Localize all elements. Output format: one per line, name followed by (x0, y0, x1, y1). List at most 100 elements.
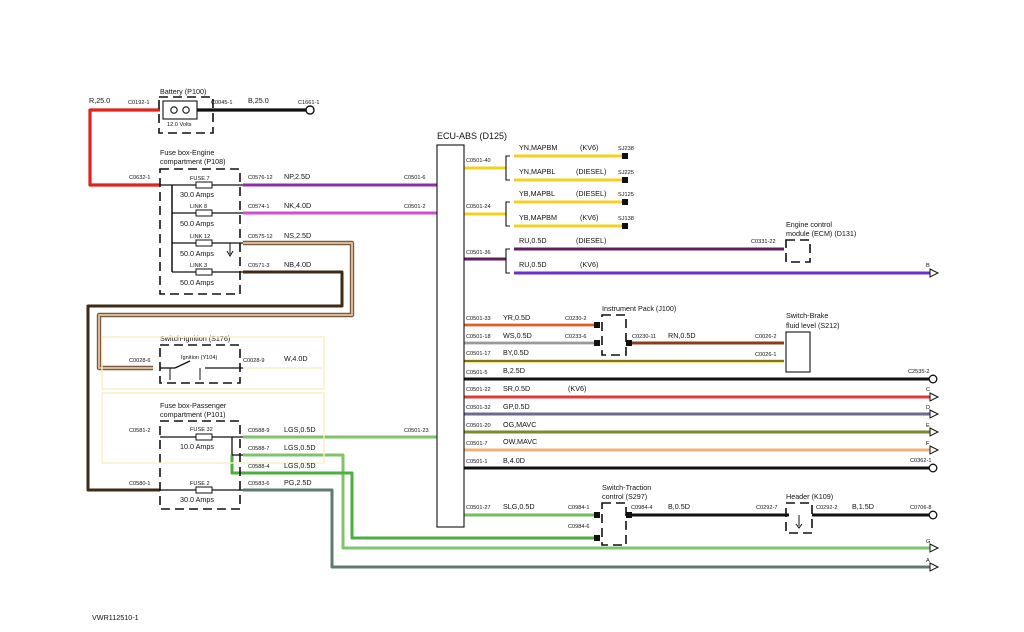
conn-c0571-3: C0571-3 (248, 263, 269, 269)
wire-label-yb-mapbm: YB,MAPBM (519, 213, 557, 222)
fuse-7-name: FUSE 7 (190, 176, 210, 182)
conn-c0501-5: C0501-5 (466, 370, 487, 376)
fusebox-engine-title-2: compartment (P108) (160, 157, 226, 166)
fusebox-passenger: Fuse box-Passenger compartment (P101) (101, 392, 325, 510)
fuse-7-rating: 30.0 Amps (180, 190, 214, 199)
wire-label-lgs05b: LGS,0.5D (284, 443, 316, 452)
link-8-name: LINK 8 (190, 204, 207, 210)
variant-kv6-a: (KV6) (580, 143, 598, 152)
wire-label-ws05: WS,0.5D (503, 331, 532, 340)
header-k109: Header (K109) (785, 492, 833, 534)
switch-brake-title-2: fluid level (S212) (786, 321, 840, 330)
link-12-rating: 50.0 Amps (180, 249, 214, 258)
ground-terminal-c1661 (305, 105, 315, 115)
arrow-a (929, 562, 940, 572)
header-title: Header (K109) (786, 492, 833, 501)
wire-label-ns25: NS,2.5D (284, 231, 311, 240)
wire-label-b15: B,1.5D (852, 502, 874, 511)
switch-traction-title-2: control (S297) (602, 492, 647, 501)
wire-label-slg05: SLG,0.5D (503, 502, 535, 511)
conn-c0292-7: C0292-7 (756, 505, 777, 511)
ref-letter-a: A (926, 558, 930, 564)
ground-c0706 (928, 510, 938, 520)
conn-c0984-1: C0984-1 (568, 505, 589, 511)
wire-label-b40: B,4.0D (503, 456, 525, 465)
conn-c0984-6: C0984-6 (568, 524, 589, 530)
conn-c0581-2: C0581-2 (129, 428, 150, 434)
ref-letter-g: G (926, 539, 930, 545)
wire-label-lgs05c: LGS,0.5D (284, 461, 316, 470)
wire-label-sr05: SR,0.5D (503, 384, 530, 393)
ref-letter-e: E (926, 423, 930, 429)
arrow-d (929, 409, 940, 419)
ref-letter-f: F (926, 441, 930, 447)
wire-label-rn05: RN,0.5D (668, 331, 696, 340)
battery-title: Battery (P100) (160, 87, 206, 96)
wire-label-pg25: PG,2.5D (284, 478, 312, 487)
instrument-pack: Instrument Pack (J100) (594, 304, 676, 356)
conn-c0501-7: C0501-7 (466, 441, 487, 447)
variant-diesel-a: (DIESEL) (576, 167, 606, 176)
ref-letter-b: B (926, 263, 930, 269)
switch-brake: Switch-Brake fluid level (S212) (785, 311, 840, 373)
switch-brake-title-1: Switch-Brake (786, 311, 828, 320)
wire-lgs-g (243, 453, 930, 550)
conn-c0575-12: C0575-12 (248, 234, 273, 240)
arrow-g (929, 543, 940, 553)
wires (86, 108, 930, 569)
wire-nb40 (86, 270, 344, 492)
conn-c0501-23: C0501-23 (404, 428, 429, 434)
conn-c0501-20: C0501-20 (466, 423, 491, 429)
conn-c0574-1: C0574-1 (248, 204, 269, 210)
ecm-title-1: Engine control (786, 220, 832, 229)
wire-label-yb-mapbl: YB,MAPBL (519, 189, 555, 198)
conn-c0028-9: C0028-9 (243, 358, 264, 364)
conn-c0576-12: C0576-12 (248, 175, 273, 181)
wire-label-lgs05a: LGS,0.5D (284, 425, 316, 434)
conn-c1661-1: C1661-1 (298, 100, 319, 106)
conn-c0501-36: C0501-36 (466, 250, 491, 256)
ecu-abs-box (436, 144, 465, 528)
figure-id: VWR112510-1 (92, 613, 139, 622)
wire-label-by05: BY,0.5D (503, 348, 529, 357)
splice-sj225: SJ225 (618, 170, 634, 176)
fuse-2-name: FUSE 2 (190, 481, 210, 487)
wire-pg25 (243, 488, 930, 569)
conn-c0501-17: C0501-17 (466, 351, 491, 357)
conn-c0501-32: C0501-32 (466, 405, 491, 411)
variant-diesel-c: (DIESEL) (576, 236, 606, 245)
splice-sj138: SJ138 (618, 216, 634, 222)
wire-label-yn-mapbm: YN,MAPBM (519, 143, 557, 152)
switch-ignition: Switch-Ignition (S176) Ignition (Y104) (101, 334, 325, 390)
conn-c0233-6: C0233-6 (565, 334, 586, 340)
splice-sj238: SJ238 (618, 146, 634, 152)
wire-r25 (88, 108, 160, 187)
arrow-b (929, 268, 940, 278)
conn-c2535-2: C2535-2 (908, 369, 929, 375)
wire-label-nk40: NK,4.0D (284, 201, 311, 210)
wire-label-b25: B,25.0 (248, 96, 269, 105)
arrow-f (929, 445, 940, 455)
terminal-arrows (928, 268, 940, 572)
fuse-2-rating: 30.0 Amps (180, 495, 214, 504)
conn-c0501-6: C0501-6 (404, 175, 425, 181)
conn-c0026-2: C0026-2 (755, 334, 776, 340)
fusebox-engine-title-1: Fuse box-Engine (160, 148, 214, 157)
fusebox-passenger-title-1: Fuse box-Passenger (160, 401, 227, 410)
conn-c0501-24: C0501-24 (466, 204, 491, 210)
conn-c0583-6: C0583-6 (248, 481, 269, 487)
variant-kv6-c: (KV6) (580, 260, 598, 269)
arrow-c (929, 392, 940, 402)
conn-c0292-2: C0292-2 (816, 505, 837, 511)
instrument-pack-title: Instrument Pack (J100) (602, 304, 676, 313)
conn-c0026-1: C0026-1 (755, 352, 776, 358)
wire-label-gp05: GP,0.5D (503, 402, 530, 411)
splice-sj125: SJ125 (618, 192, 634, 198)
conn-c0588-4: C0588-4 (248, 464, 269, 470)
conn-c0230-2: C0230-2 (565, 316, 586, 322)
fusebox-engine: Fuse box-Engine compartment (P108) (159, 148, 243, 295)
switch-traction-title-1: Switch-Traction (602, 483, 651, 492)
link-12-name: LINK 12 (190, 234, 210, 240)
variant-diesel-b: (DIESEL) (576, 189, 606, 198)
